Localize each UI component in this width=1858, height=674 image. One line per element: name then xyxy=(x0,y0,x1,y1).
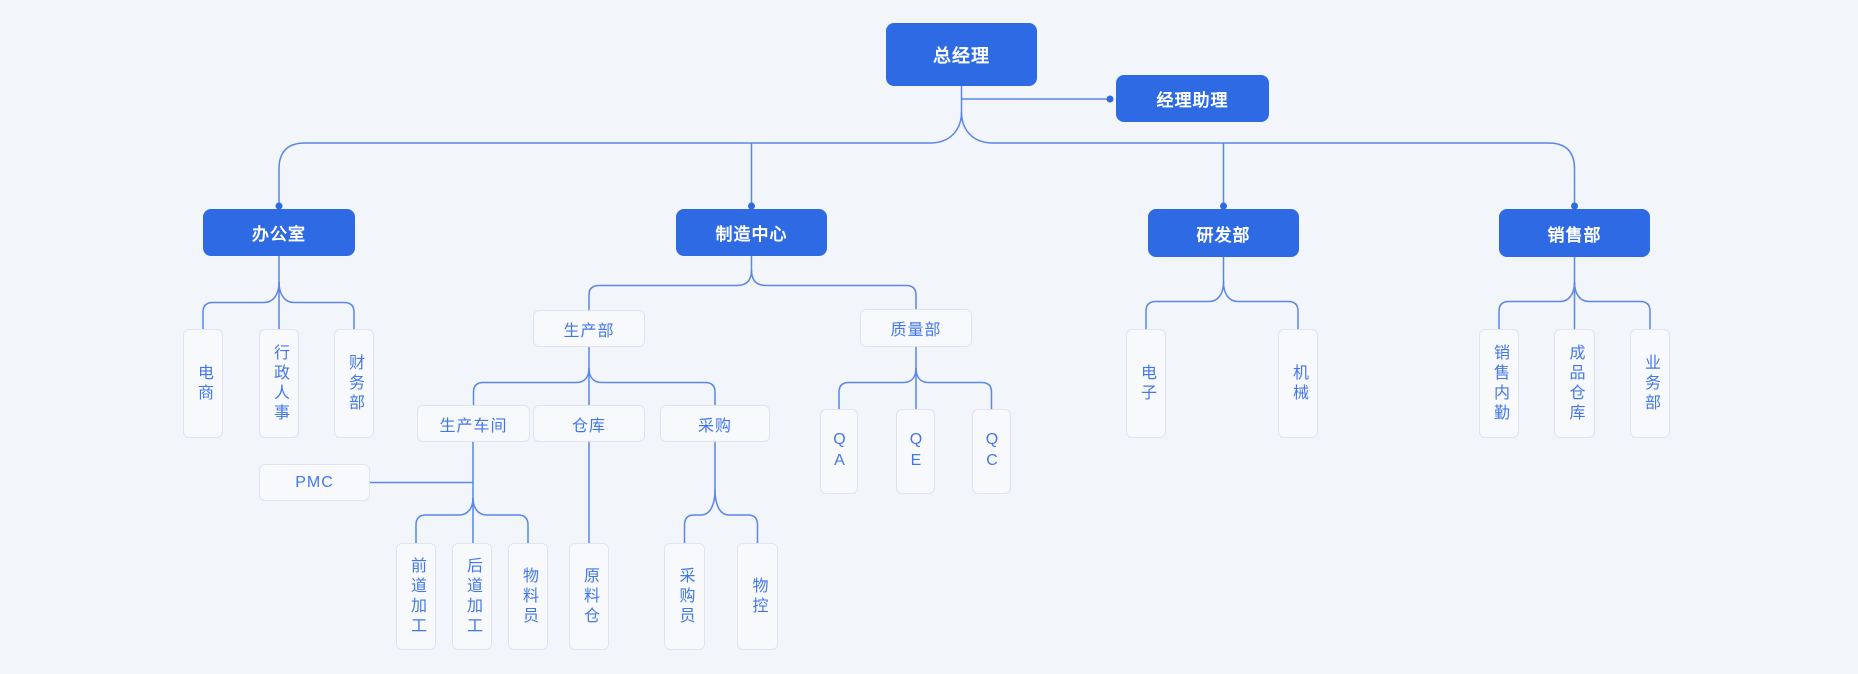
junction-dot xyxy=(1106,95,1114,103)
node-finished-goods-warehouse[interactable]: 成品仓库 xyxy=(1554,329,1595,438)
node-label: 研发部 xyxy=(1196,225,1251,245)
node-label: 办公室 xyxy=(252,225,306,244)
node-label: 电子 xyxy=(1138,363,1155,404)
node-label: 经理助理 xyxy=(1156,91,1229,110)
junction-dot xyxy=(1571,202,1578,210)
junction-dot xyxy=(275,202,283,210)
node-qc[interactable]: QC xyxy=(972,409,1011,494)
node-admin-hr[interactable]: 行政人事 xyxy=(259,329,299,438)
node-label: 原料仓 xyxy=(581,566,598,627)
node-label: 机械 xyxy=(1290,363,1307,404)
node-label: 财务部 xyxy=(346,353,363,414)
node-warehouse[interactable]: 仓库 xyxy=(533,405,645,442)
node-label: 物料员 xyxy=(520,566,537,627)
node-ecommerce[interactable]: 电商 xyxy=(183,329,223,438)
junction-dot xyxy=(748,202,755,210)
node-front-processing[interactable]: 前道加工 xyxy=(396,543,436,650)
node-sales-dept[interactable]: 销售部 xyxy=(1499,209,1650,257)
node-material-control[interactable]: 物控 xyxy=(737,543,778,650)
node-label: 后道加工 xyxy=(464,556,481,637)
node-office[interactable]: 办公室 xyxy=(203,209,355,256)
node-label: 仓库 xyxy=(571,417,606,435)
node-mechanical[interactable]: 机械 xyxy=(1278,329,1318,438)
node-label: 总经理 xyxy=(933,45,990,66)
node-label: 采购员 xyxy=(676,566,694,627)
node-label: 物控 xyxy=(749,576,767,617)
node-label: 前道加工 xyxy=(408,556,425,637)
junction-dot xyxy=(1220,202,1227,210)
node-material-clerk[interactable]: 物料员 xyxy=(508,543,548,650)
node-business-dept[interactable]: 业务部 xyxy=(1630,329,1670,438)
node-pmc[interactable]: PMC xyxy=(259,464,370,501)
node-qe[interactable]: QE xyxy=(896,409,935,494)
node-manufacturing-center[interactable]: 制造中心 xyxy=(676,209,827,256)
node-label: 行政人事 xyxy=(271,343,288,424)
node-label: 生产部 xyxy=(563,322,615,340)
node-label: 采购 xyxy=(697,417,732,435)
node-label: QA xyxy=(831,430,848,473)
node-label: PMC xyxy=(295,473,334,491)
node-label: 销售内勤 xyxy=(1491,343,1508,424)
node-production-workshop[interactable]: 生产车间 xyxy=(417,405,530,442)
node-general-manager[interactable]: 总经理 xyxy=(886,23,1037,86)
node-label: 业务部 xyxy=(1642,353,1659,414)
node-label: 质量部 xyxy=(890,322,942,339)
node-label: 电商 xyxy=(195,363,212,404)
node-quality-dept[interactable]: 质量部 xyxy=(860,309,972,347)
node-qa[interactable]: QA xyxy=(820,409,858,494)
node-production-dept[interactable]: 生产部 xyxy=(533,310,645,347)
node-finance-dept[interactable]: 财务部 xyxy=(334,329,374,438)
node-label: 销售部 xyxy=(1547,225,1602,245)
node-raw-material-warehouse[interactable]: 原料仓 xyxy=(569,543,609,650)
node-back-processing[interactable]: 后道加工 xyxy=(452,543,492,650)
node-electronics[interactable]: 电子 xyxy=(1126,329,1166,438)
node-manager-assistant[interactable]: 经理助理 xyxy=(1116,75,1269,122)
node-rnd-dept[interactable]: 研发部 xyxy=(1148,209,1299,257)
node-procurement[interactable]: 采购 xyxy=(660,405,770,442)
node-label: QE xyxy=(907,430,925,473)
node-label: QC xyxy=(983,430,1001,473)
node-label: 成品仓库 xyxy=(1566,343,1584,424)
node-label: 生产车间 xyxy=(439,417,508,435)
node-sales-support[interactable]: 销售内勤 xyxy=(1479,329,1519,438)
node-purchaser[interactable]: 采购员 xyxy=(664,543,705,650)
node-label: 制造中心 xyxy=(715,225,788,244)
